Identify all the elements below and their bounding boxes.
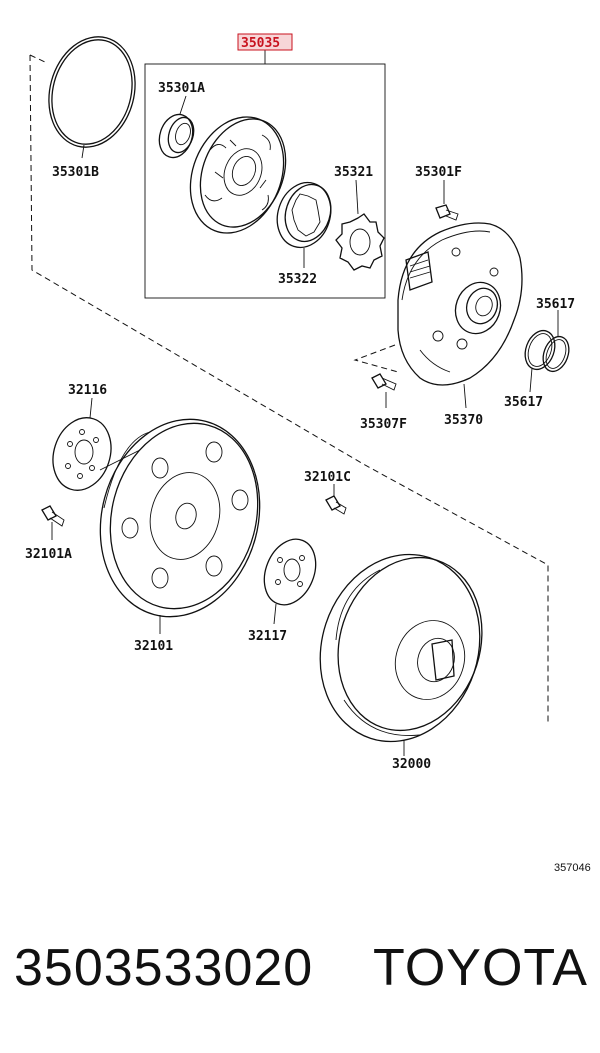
part-labels: 35301A 35301B 35321 35322 35301F 35617 3… [25, 81, 591, 874]
footer: 3503533020 TOYOTA [0, 930, 600, 1020]
diagram-number: 357046 [554, 862, 591, 874]
plate-32117[interactable] [255, 531, 325, 625]
label-35307F[interactable]: 35307F [360, 417, 407, 432]
label-35370[interactable]: 35370 [444, 413, 483, 428]
part-number: 3503533020 [14, 939, 314, 997]
label-32101C[interactable]: 32101C [304, 470, 351, 485]
bolt-35307F[interactable] [371, 373, 397, 408]
oil-seal-35301A[interactable] [154, 95, 198, 162]
bolt-35301F[interactable] [435, 180, 459, 221]
label-35301A[interactable]: 35301A [158, 81, 205, 96]
bolt-32101C[interactable] [325, 484, 347, 515]
label-32117[interactable]: 32117 [248, 629, 287, 644]
o-ring-35301B[interactable] [37, 27, 147, 159]
drive-gear-35321[interactable] [335, 179, 385, 271]
label-32116[interactable]: 32116 [68, 383, 107, 398]
label-35035[interactable]: 35035 [241, 36, 280, 51]
label-35301F[interactable]: 35301F [415, 165, 462, 180]
bolt-32101A[interactable] [41, 505, 65, 540]
label-35301B[interactable]: 35301B [52, 165, 99, 180]
driven-gear-35322[interactable] [269, 176, 339, 268]
label-32101[interactable]: 32101 [134, 639, 173, 654]
label-35322[interactable]: 35322 [278, 272, 317, 287]
drive-plate-32101[interactable] [79, 401, 281, 635]
label-32000[interactable]: 32000 [392, 757, 431, 772]
highlighted-part-35035[interactable]: 35035 [237, 33, 293, 51]
plate-32116[interactable] [44, 397, 120, 498]
pump-body[interactable] [174, 103, 301, 247]
brand-name: TOYOTA [373, 939, 588, 997]
seal-rings-35617[interactable] [520, 310, 573, 393]
label-32101A[interactable]: 32101A [25, 547, 72, 562]
label-35321[interactable]: 35321 [334, 165, 373, 180]
stator-shaft-35370[interactable] [397, 222, 523, 409]
dashed-guide-lines [29, 54, 549, 725]
torque-converter-32000[interactable] [296, 534, 503, 763]
pump-assembly-box [144, 50, 386, 299]
label-35617-bottom[interactable]: 35617 [504, 395, 543, 410]
label-35617-top[interactable]: 35617 [536, 297, 575, 312]
